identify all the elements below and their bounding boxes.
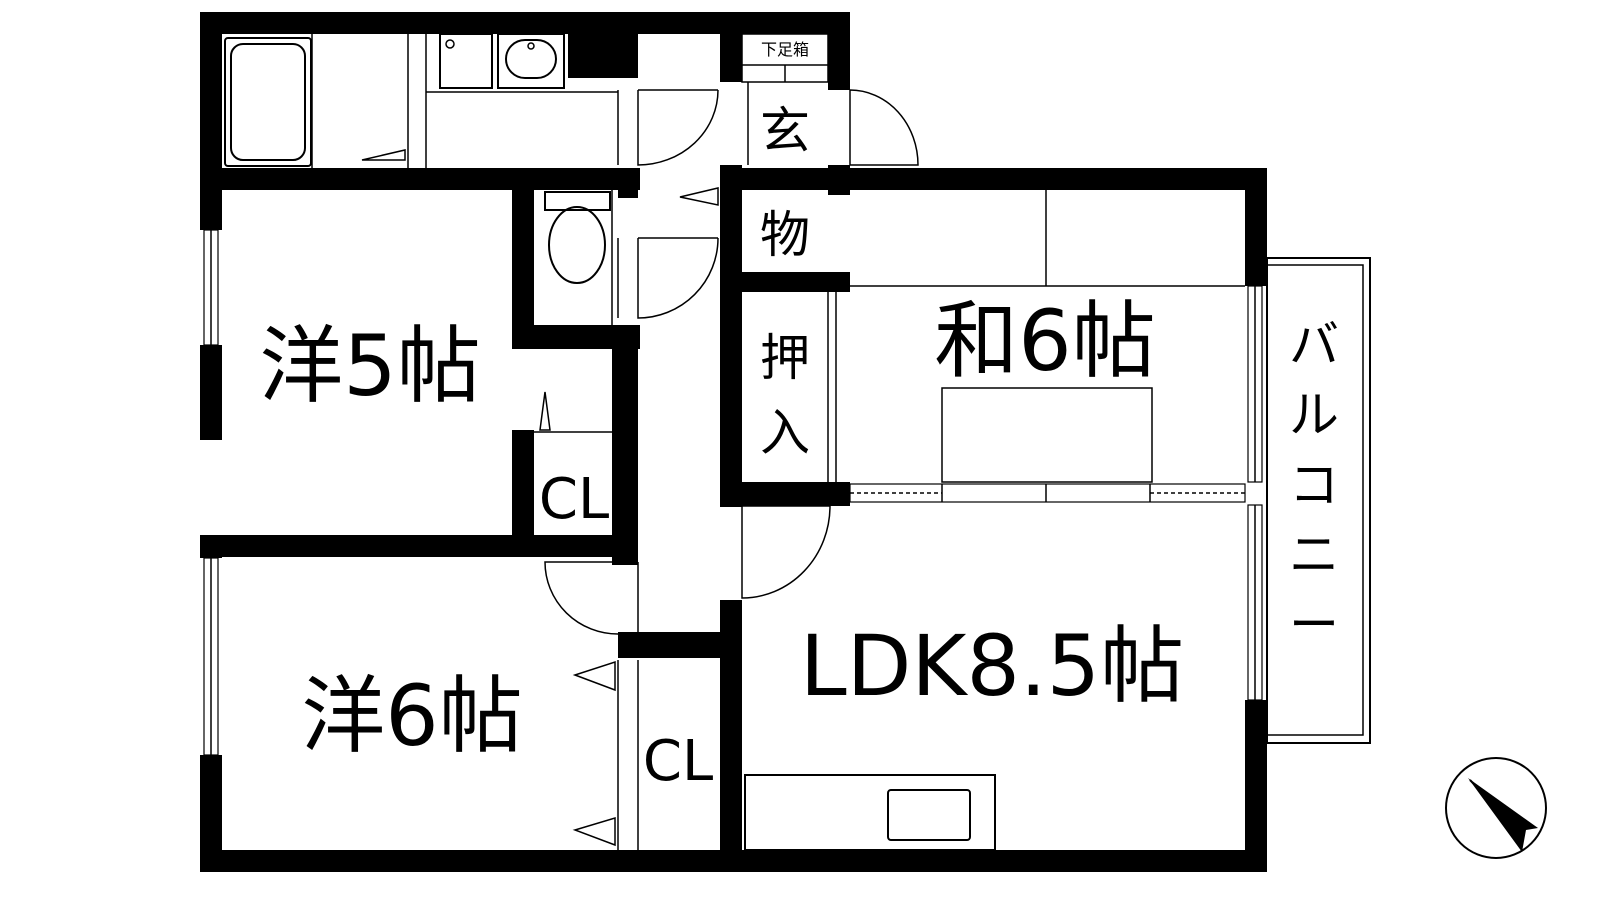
balcony: [1266, 257, 1371, 744]
ldk-door: [741, 505, 831, 599]
closet-2: [572, 660, 639, 850]
kitchen-counter: [744, 774, 996, 851]
washing-machine: [439, 33, 493, 89]
closet-1: [534, 391, 612, 433]
shoe-cabinet-label: 下足箱: [761, 40, 809, 59]
corridor-doors: [617, 89, 719, 319]
wash-basin: [497, 33, 565, 89]
balcony-char-3: コ: [1289, 456, 1339, 514]
storage-label: 物: [760, 206, 810, 264]
western-6-door: [544, 561, 639, 635]
japanese-6-label: 和6帖: [934, 292, 1155, 390]
western-6-label: 洋6帖: [301, 667, 522, 765]
balcony-char-2: ル: [1289, 386, 1339, 444]
bathtub: [224, 37, 312, 167]
western-5-label: 洋5帖: [259, 317, 480, 415]
interior-walls: [200, 12, 850, 872]
door-arrow-icon: [361, 149, 406, 161]
balcony-char-1: バ: [1289, 316, 1339, 374]
entrance-label: 玄: [760, 102, 810, 160]
closet-2-label: CL: [643, 729, 713, 794]
oshiire-label-1: 押: [760, 329, 810, 387]
oshiire-label-2: 入: [760, 404, 810, 462]
balcony-char-4: ニ: [1289, 526, 1339, 584]
north-arrow-compass-icon: [1445, 757, 1547, 859]
balcony-char-5: ー: [1289, 596, 1339, 654]
left-windows: [203, 229, 219, 756]
closet-1-label: CL: [539, 467, 609, 532]
ldk-label: LDK8.5帖: [800, 617, 1184, 715]
genkan: [741, 33, 919, 166]
sliding-doors: [849, 483, 1246, 503]
toilet: [544, 191, 611, 284]
tatami-lines: [850, 190, 1245, 483]
right-windows: [1247, 285, 1263, 701]
